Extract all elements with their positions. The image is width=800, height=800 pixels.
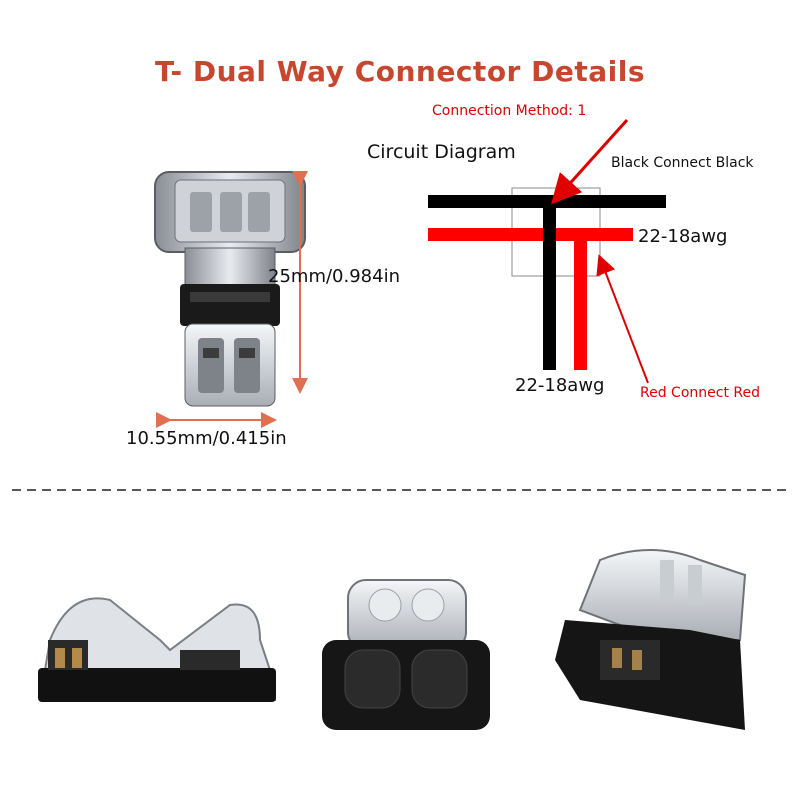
black-connect-label: Black Connect Black — [611, 155, 754, 171]
height-dimension-label: 25mm/0.984in — [268, 266, 400, 287]
page-title: T- Dual Way Connector Details — [155, 55, 645, 88]
red-connect-pointer-arrow — [596, 254, 649, 384]
gauge-right-label: 22-18awg — [638, 226, 728, 247]
red-connect-label: Red Connect Red — [640, 385, 760, 401]
black-wire-vertical — [543, 195, 556, 370]
connection-method-label: Connection Method: 1 — [432, 103, 587, 119]
connector-photo-open — [38, 597, 277, 702]
width-dimension-label: 10.55mm/0.415in — [126, 428, 287, 449]
gauge-bottom-label: 22-18awg — [515, 375, 605, 396]
method-pointer-arrow — [550, 118, 629, 205]
connector-photo-angled — [555, 549, 747, 730]
connector-photo-top — [154, 171, 306, 407]
circuit-diagram-heading: Circuit Diagram — [367, 141, 516, 163]
red-wire-horizontal — [428, 228, 633, 241]
connector-photo-front — [322, 579, 490, 730]
red-wire-vertical — [574, 228, 587, 370]
